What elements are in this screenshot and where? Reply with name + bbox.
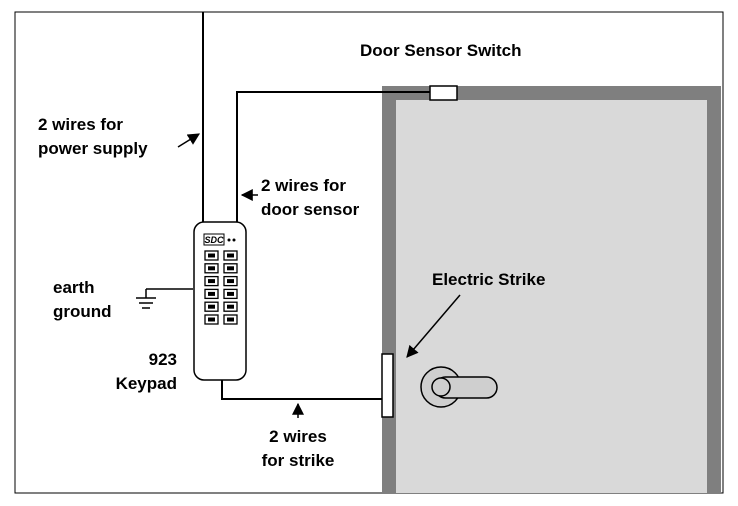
- keypad-label-line2: Keypad: [116, 374, 177, 393]
- keypad-logo-text: SDC: [204, 235, 224, 245]
- power-supply-arrow: [177, 133, 201, 148]
- keypad-key-glyph: [227, 291, 234, 296]
- keypad-logo: [203, 233, 225, 246]
- keypad-key-glyph: [227, 266, 234, 271]
- keypad-keys: [204, 250, 238, 325]
- keypad-key-glyph: [208, 266, 215, 271]
- door-panel: [396, 100, 707, 493]
- keypad-key-glyph: [208, 253, 215, 258]
- keypad-key-glyph: [227, 317, 234, 322]
- keypad-label-line1: 923: [149, 350, 177, 369]
- door-handle-icon: [420, 366, 498, 408]
- keypad-key-glyph: [227, 253, 234, 258]
- keypad-key-glyph: [208, 291, 215, 296]
- door-sensor-wire: [236, 91, 430, 222]
- electric-strike-plate: [381, 353, 394, 418]
- strike-wire: [221, 380, 383, 400]
- strike-wires-label-line1: 2 wires: [269, 427, 327, 446]
- power-supply-label-line2: power supply: [38, 139, 148, 158]
- earth-ground-icon: [136, 289, 156, 309]
- door-sensor-label-line1: 2 wires for: [261, 176, 346, 195]
- earth-ground-label-line2: ground: [53, 302, 112, 321]
- keypad-key-glyph: [227, 279, 234, 284]
- keypad-key-glyph: [208, 317, 215, 322]
- earth-ground-label-line1: earth: [53, 278, 95, 297]
- keypad-key-glyph: [227, 304, 234, 309]
- keypad-923: SDC: [193, 221, 247, 381]
- power-supply-label-line1: 2 wires for: [38, 115, 123, 134]
- strike-wires-label-line2: for strike: [262, 451, 335, 470]
- keypad-key-glyph: [208, 304, 215, 309]
- door-sensor-switch-label: Door Sensor Switch: [360, 41, 522, 60]
- electric-strike-arrow: [406, 294, 461, 358]
- door-sensor-label-line2: door sensor: [261, 200, 360, 219]
- electric-strike-label: Electric Strike: [432, 270, 545, 289]
- door-sensor-switch-icon: [429, 85, 458, 101]
- keypad-key-glyph: [208, 279, 215, 284]
